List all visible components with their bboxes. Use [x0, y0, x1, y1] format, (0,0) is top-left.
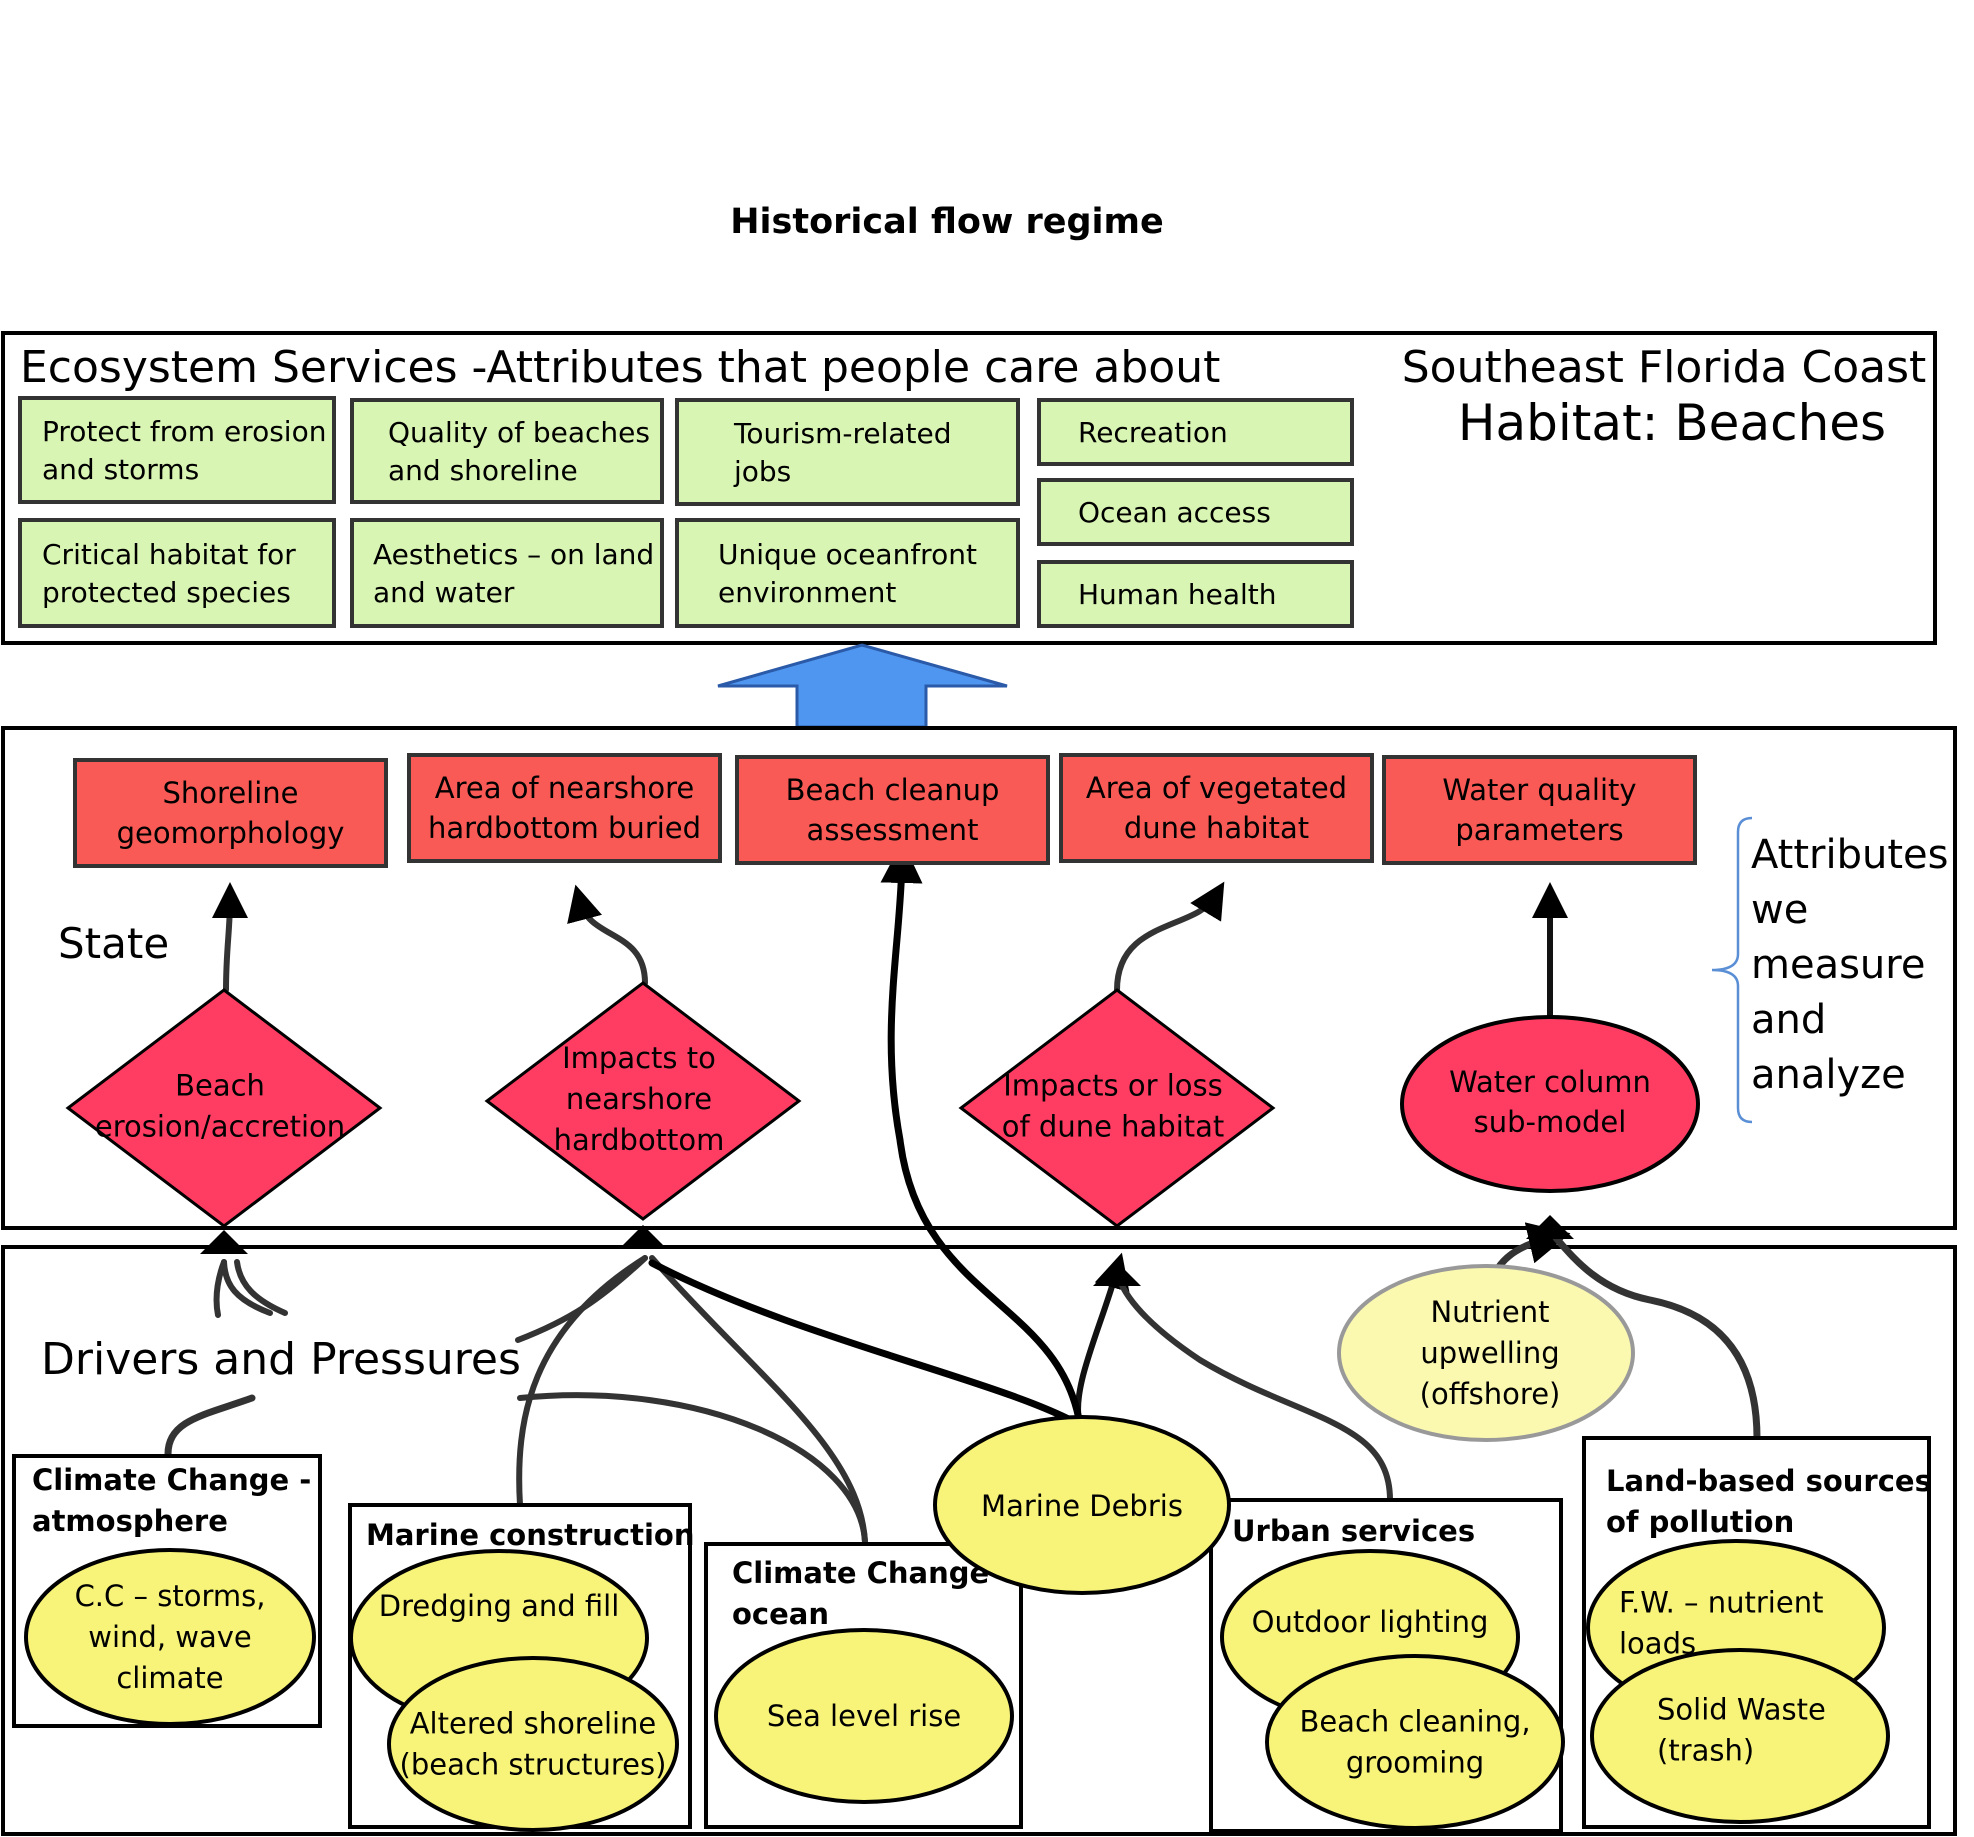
- connector-line: [1114, 1267, 1393, 1503]
- service-box: Human health: [1037, 560, 1354, 628]
- driver-group-heading: Marine construction: [366, 1518, 694, 1552]
- service-label: Recreation: [1078, 416, 1228, 449]
- diagram-title: Historical flow regime: [730, 202, 1163, 242]
- arrowhead-marker: [200, 1230, 248, 1254]
- pressure-label: Sea level rise: [767, 1699, 961, 1733]
- driver-group-heading: Climate Change -atmosphere: [32, 1463, 311, 1538]
- drivers-label: Drivers and Pressures: [41, 1334, 521, 1385]
- arrowhead-marker: [1093, 1262, 1141, 1286]
- service-label: Ocean access: [1078, 496, 1271, 529]
- connector-line: [880, 841, 1084, 1429]
- pressure-label: Beach cleaning,grooming: [1299, 1705, 1530, 1780]
- connector-line: [211, 882, 248, 993]
- connector-line: [234, 1259, 288, 1316]
- pressure-label: Solid Waste(trash): [1657, 1693, 1826, 1768]
- driver-group-heading: Urban services: [1232, 1514, 1475, 1548]
- pressure-oval: Sea level rise: [714, 1628, 1014, 1804]
- service-box: Ocean access: [1037, 478, 1354, 546]
- connector-line: [567, 884, 648, 986]
- pressure-oval: Solid Waste(trash): [1590, 1648, 1890, 1824]
- service-box: Recreation: [1037, 398, 1354, 466]
- connector-line: [517, 1392, 868, 1545]
- marine-debris-oval: Marine Debris: [933, 1415, 1231, 1595]
- pressure-label: Altered shoreline(beach structures): [400, 1707, 667, 1782]
- connector-line: [1114, 881, 1225, 993]
- connector-line: [1552, 1234, 1761, 1442]
- connector-line: [516, 1255, 648, 1508]
- service-label: Human health: [1078, 578, 1277, 611]
- connector-line: [648, 1259, 1084, 1429]
- arrowhead-marker: [1526, 1215, 1574, 1239]
- ecosystem-services-heading: Ecosystem Services -Attributes that peop…: [20, 342, 1220, 393]
- pressure-oval: Beach cleaning,grooming: [1265, 1654, 1565, 1830]
- driver-group-heading: Climate Change -ocean: [732, 1556, 1011, 1631]
- state-label: State: [58, 919, 169, 968]
- region-label: Southeast Florida Coast: [1402, 342, 1927, 393]
- habitat-label: Habitat: Beaches: [1458, 394, 1886, 452]
- connector-lines: [164, 841, 1761, 1545]
- ecosystem-services-panel: Ecosystem Services -Attributes that peop…: [1, 331, 1937, 645]
- connector-line: [164, 1394, 256, 1458]
- pressure-label: Outdoor lighting: [1252, 1605, 1489, 1639]
- pressure-oval: Altered shoreline(beach structures): [387, 1656, 679, 1832]
- services-up-arrow: [717, 643, 1008, 729]
- connector-line: [213, 1259, 227, 1318]
- drivers-label-group: Drivers and Pressures: [28, 1328, 521, 1392]
- pressure-label: Marine Debris: [981, 1489, 1183, 1523]
- pressure-label: Dredging and fill: [379, 1589, 620, 1623]
- arrowhead-marker: [619, 1225, 667, 1249]
